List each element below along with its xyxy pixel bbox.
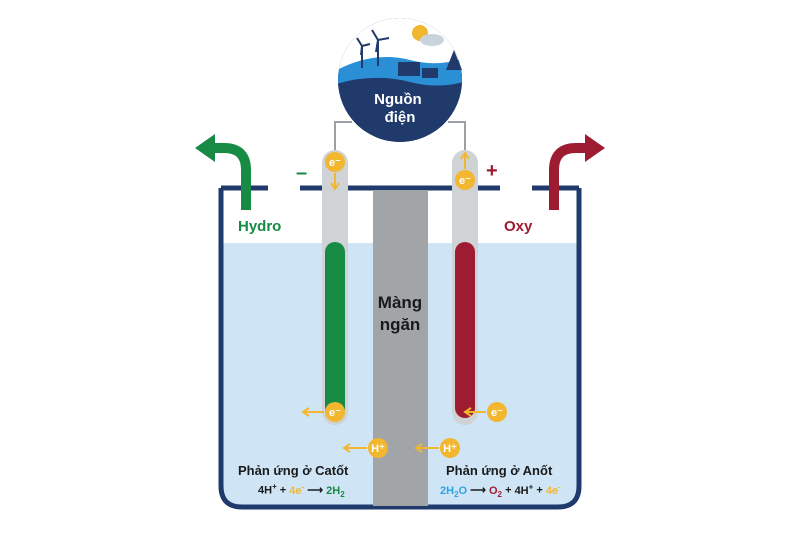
membrane-label: Màng ngăn	[362, 292, 438, 336]
proton-arrow-left	[414, 443, 439, 453]
proton-right: H⁺	[414, 438, 460, 458]
source-label-line1: Nguồn	[374, 91, 421, 108]
wind-turbine-small-icon	[356, 37, 371, 56]
electron-symbol: e⁻	[329, 407, 341, 419]
anode-electrode	[452, 150, 478, 425]
cathode-reaction-title: Phản ứng ở Catốt	[238, 463, 349, 478]
anode-eq-plus1: +	[505, 484, 512, 497]
cathode-electrode	[322, 150, 348, 425]
tank	[218, 188, 582, 510]
electron-cathode-bottom: e⁻	[301, 402, 345, 422]
electron-anode-top: e⁻	[455, 151, 475, 190]
electron-arrow-up	[460, 151, 470, 169]
anode-reaction-equation: 2H2O ⟶ O2 + 4H+ + 4e-	[440, 482, 561, 499]
cathode-sign: –	[296, 162, 308, 184]
electron-symbol: e⁻	[459, 175, 471, 187]
anode-eq-oxygen: O2	[488, 484, 502, 499]
proton-symbol: H⁺	[371, 443, 385, 455]
cathode-eq-arrow: ⟶	[307, 484, 324, 497]
cathode-eq-plus: +	[279, 484, 287, 497]
membrane	[373, 190, 428, 506]
proton-symbol: H⁺	[443, 443, 457, 455]
source-label-line2: điện	[385, 109, 416, 126]
anode-reaction-title: Phản ứng ở Anốt	[446, 463, 553, 478]
cathode-eq-electrons: 4e-	[289, 482, 305, 497]
anode-eq-electrons: 4e-	[545, 482, 561, 497]
proton-arrow-left	[342, 443, 367, 453]
cathode-eq-h: 4H	[258, 484, 273, 497]
electron-symbol: e⁻	[491, 407, 503, 419]
anode-sign: +	[486, 160, 498, 182]
electron-cathode-top: e⁻	[325, 152, 345, 191]
cathode-eq-h-charge: +	[272, 482, 277, 491]
electron-symbol: e⁻	[329, 157, 341, 169]
wind-turbine-icon	[371, 29, 390, 53]
electron-arrow-left	[301, 407, 324, 417]
membrane-label-line2: ngăn	[379, 315, 421, 334]
wire-right	[448, 121, 466, 150]
cathode-eq-product: 2H2	[326, 484, 345, 499]
power-source: Nguồn điện	[338, 18, 462, 142]
anode-eq-plus2: +	[536, 484, 543, 497]
membrane-label-line1: Màng	[377, 293, 423, 312]
anode-eq-water: 2H2O	[440, 484, 468, 499]
proton-left: H⁺	[342, 438, 388, 458]
tree-icon	[446, 50, 462, 70]
electron-arrow-down	[330, 173, 340, 191]
anode-eq-arrow: ⟶	[470, 484, 486, 497]
oxygen-arrow	[549, 134, 605, 210]
electron-arrow-left	[463, 407, 486, 417]
oxygen-label: Oxy	[504, 218, 533, 235]
solar-panel-icon	[398, 62, 420, 76]
cathode-reaction-equation: 4H+ + 4e- ⟶ 2H2	[258, 482, 345, 499]
hydrogen-label: Hydro	[238, 218, 282, 235]
source-label: Nguồn điện	[374, 91, 426, 126]
anode-eq-h: 4H+	[514, 482, 534, 497]
cloud-icon	[420, 34, 444, 46]
wire-left	[334, 121, 352, 150]
hydrogen-arrow	[195, 134, 251, 210]
electron-anode-bottom: e⁻	[463, 402, 507, 422]
